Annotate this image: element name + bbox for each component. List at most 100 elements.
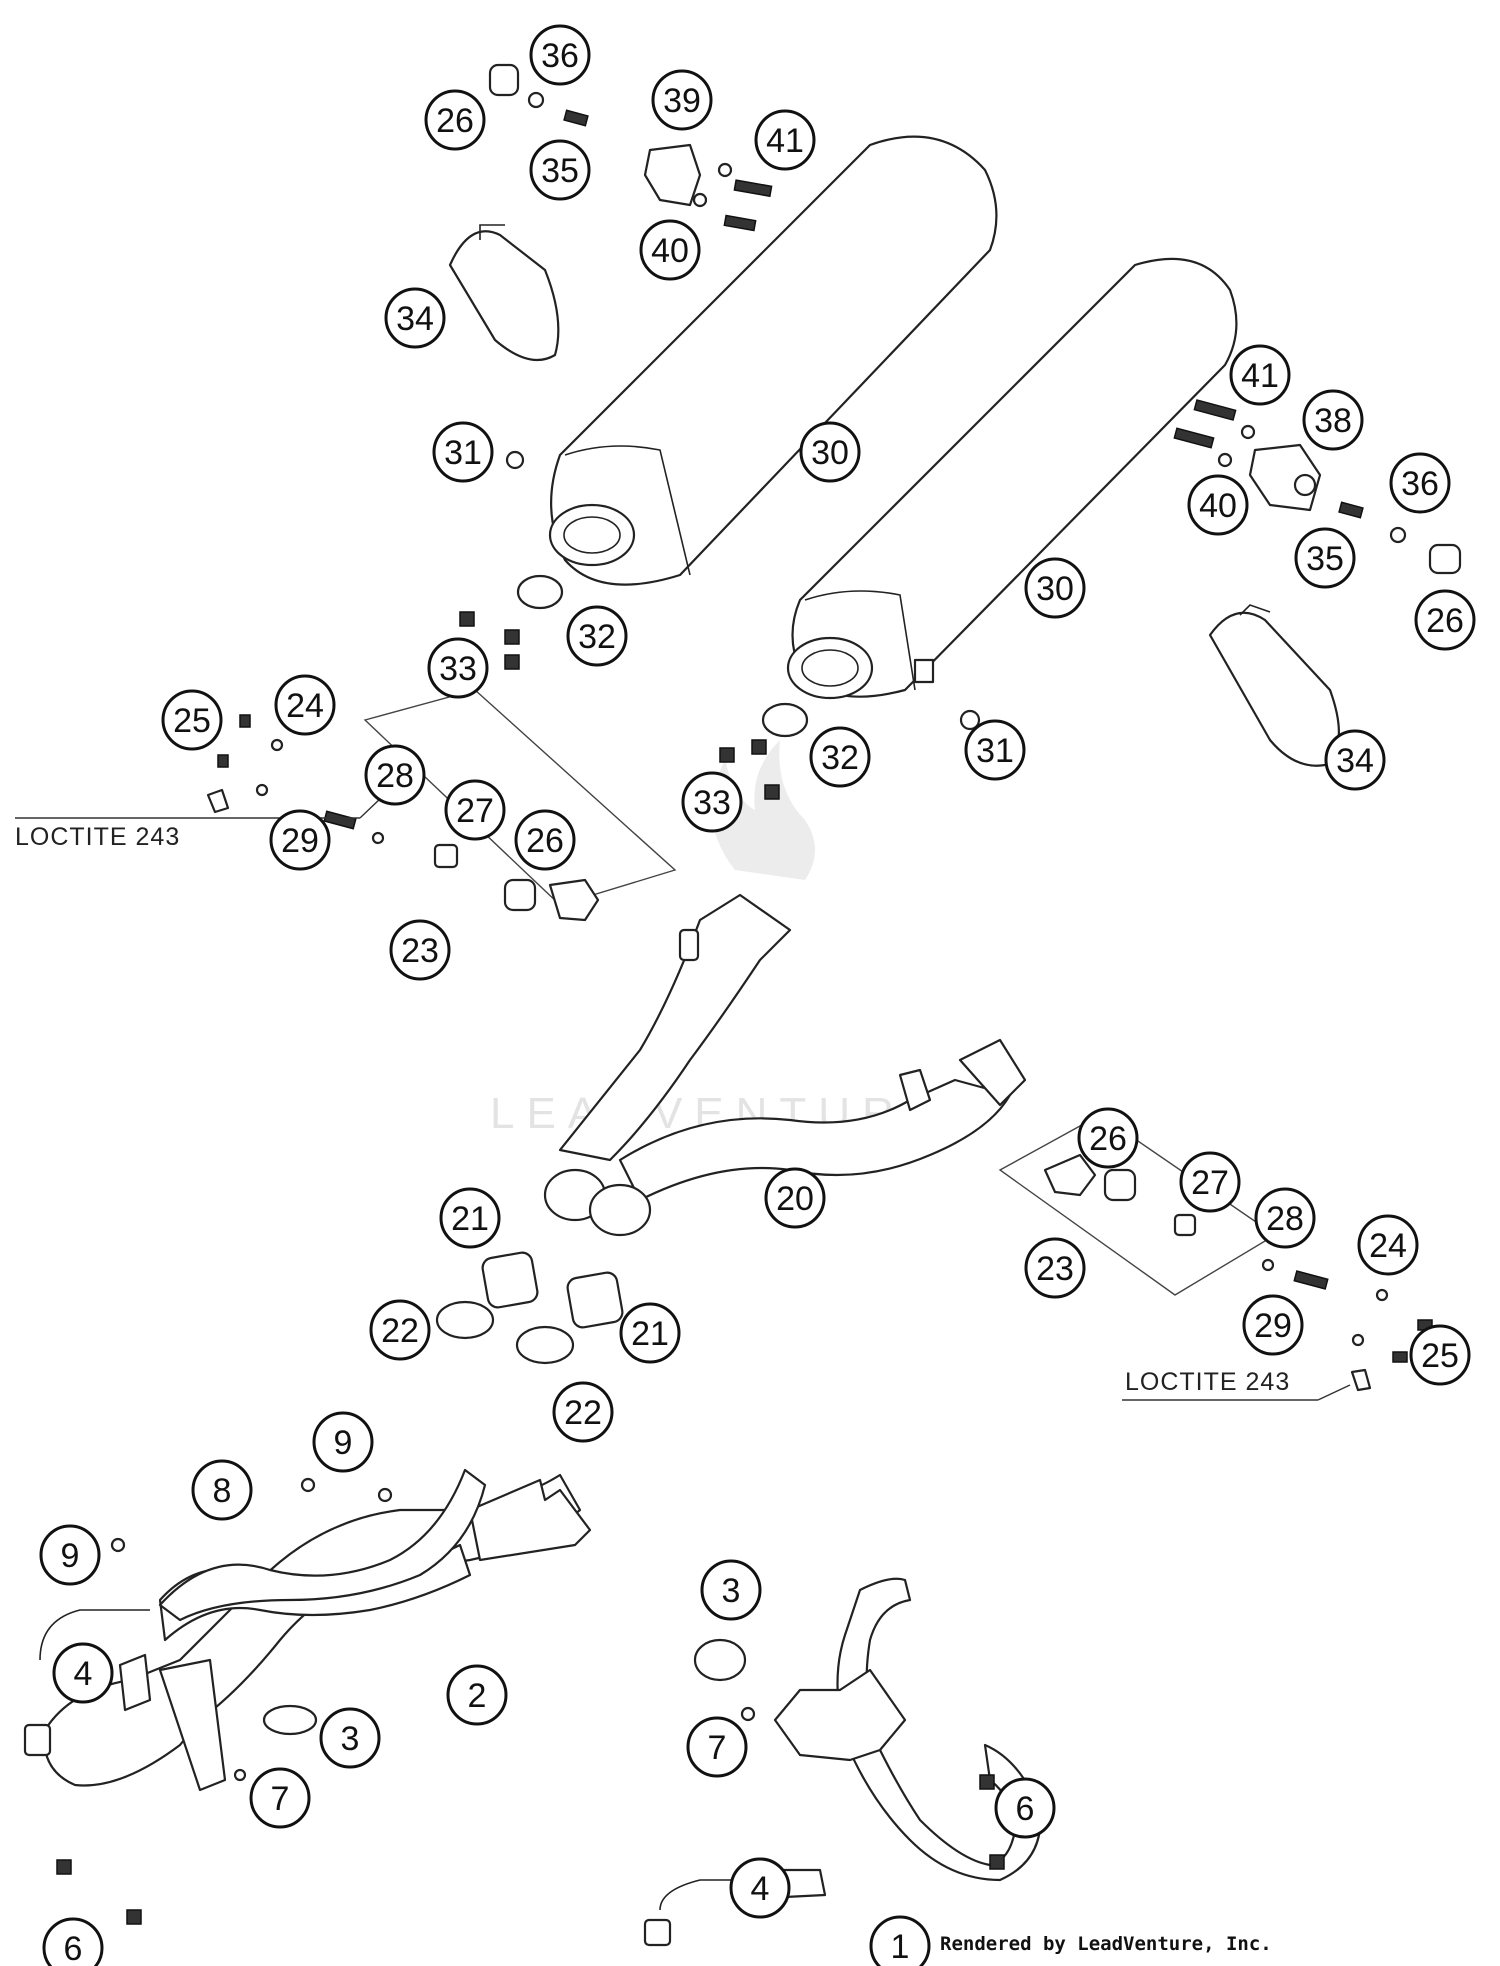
callout-circle <box>729 1857 791 1919</box>
callout-label: 33 <box>693 784 731 822</box>
callout-label: 3 <box>341 1720 360 1758</box>
callout-34: 34 <box>1324 729 1386 791</box>
callout-circle <box>446 1664 508 1726</box>
callout-label: 41 <box>766 122 804 160</box>
callout-4: 4 <box>729 1857 791 1919</box>
callout-circle <box>639 219 701 281</box>
muffler-seals-screws <box>459 574 809 800</box>
callout-36: 36 <box>529 24 591 86</box>
heat-shield <box>110 1468 487 1622</box>
callout-label: 31 <box>976 732 1014 770</box>
callout-40: 40 <box>639 219 701 281</box>
callout-label: 27 <box>456 792 494 830</box>
leader-lines <box>15 774 1351 1401</box>
callout-label: 22 <box>381 1312 419 1350</box>
callout-36: 36 <box>1389 452 1451 514</box>
callout-29: 29 <box>1242 1294 1304 1356</box>
callout-circle <box>444 779 506 841</box>
callout-label: 28 <box>1266 1200 1304 1238</box>
callout-label: 35 <box>541 152 579 190</box>
callout-label: 23 <box>401 932 439 970</box>
callout-25: 25 <box>161 689 223 751</box>
callout-label: 9 <box>61 1537 80 1575</box>
callout-circle <box>681 771 743 833</box>
callout-label: 35 <box>1306 540 1344 578</box>
callout-6: 6 <box>994 1777 1056 1839</box>
callout-26: 26 <box>514 809 576 871</box>
callout-label: 27 <box>1191 1164 1229 1202</box>
callout-7: 7 <box>249 1767 311 1829</box>
callout-circle <box>1409 1324 1471 1386</box>
callout-label: 1 <box>891 1928 910 1966</box>
callout-label: 40 <box>1199 487 1237 525</box>
callout-circle <box>161 689 223 751</box>
callout-circle <box>191 1459 253 1521</box>
callout-22: 22 <box>369 1299 431 1361</box>
callout-30: 30 <box>799 421 861 483</box>
callout-circle <box>686 1716 748 1778</box>
callout-24: 24 <box>1357 1214 1419 1276</box>
callout-circle <box>364 744 426 806</box>
callout-circle <box>552 1381 614 1443</box>
callout-circle <box>809 726 871 788</box>
callout-label: 26 <box>1089 1120 1127 1158</box>
callout-circle <box>312 1411 374 1473</box>
callout-6: 6 <box>42 1917 104 1966</box>
callout-circle <box>1389 452 1451 514</box>
callout-label: 32 <box>821 739 859 777</box>
callout-circle <box>1077 1107 1139 1169</box>
callout-26: 26 <box>424 89 486 151</box>
callout-label: 6 <box>64 1930 83 1966</box>
callout-32: 32 <box>809 726 871 788</box>
callout-circle <box>1294 527 1356 589</box>
callout-circle <box>1242 1294 1304 1356</box>
callout-35: 35 <box>529 139 591 201</box>
callout-24: 24 <box>274 674 336 736</box>
callout-label: 6 <box>1016 1790 1035 1828</box>
muffler-upper <box>548 135 998 586</box>
callout-label: 31 <box>444 434 482 472</box>
callout-23: 23 <box>1024 1237 1086 1299</box>
callout-circle <box>369 1299 431 1361</box>
callout-circle <box>384 287 446 349</box>
callout-circle <box>754 109 816 171</box>
callout-label: 30 <box>1036 570 1074 608</box>
callout-circle <box>432 421 494 483</box>
callout-circle <box>764 1167 826 1229</box>
callout-label: 39 <box>663 82 701 120</box>
callout-label: 25 <box>1421 1337 1459 1375</box>
callout-label: 29 <box>281 822 319 860</box>
callout-30: 30 <box>1024 557 1086 619</box>
mounting-kit-left <box>206 689 677 922</box>
callout-circle <box>249 1767 311 1829</box>
rendered-credit: Rendered by LeadVenture, Inc. <box>940 1933 1272 1955</box>
callout-label: 4 <box>74 1655 93 1693</box>
callout-label: 7 <box>271 1780 290 1818</box>
callout-41: 41 <box>1229 344 1291 406</box>
hardware-upper-right <box>959 399 1462 767</box>
callout-label: 25 <box>173 702 211 740</box>
callout-circle <box>700 1559 762 1621</box>
callout-circle <box>52 1642 114 1704</box>
callout-2: 2 <box>446 1664 508 1726</box>
callout-circle <box>799 421 861 483</box>
callout-26: 26 <box>1414 589 1476 651</box>
callout-label: 23 <box>1036 1250 1074 1288</box>
callout-38: 38 <box>1302 389 1364 451</box>
callout-label: 38 <box>1314 402 1352 440</box>
callout-circle <box>427 637 489 699</box>
callout-20: 20 <box>764 1167 826 1229</box>
muffler-lower <box>786 257 1238 700</box>
callout-circle <box>1187 474 1249 536</box>
callout-circle <box>964 719 1026 781</box>
callout-23: 23 <box>389 919 451 981</box>
callout-8: 8 <box>191 1459 253 1521</box>
callout-3: 3 <box>319 1707 381 1769</box>
callout-circle <box>1357 1214 1419 1276</box>
watermark-flame-icon <box>712 740 815 880</box>
callout-40: 40 <box>1187 474 1249 536</box>
callout-circle <box>994 1777 1056 1839</box>
callout-circle <box>566 605 628 667</box>
callout-circle <box>424 89 486 151</box>
